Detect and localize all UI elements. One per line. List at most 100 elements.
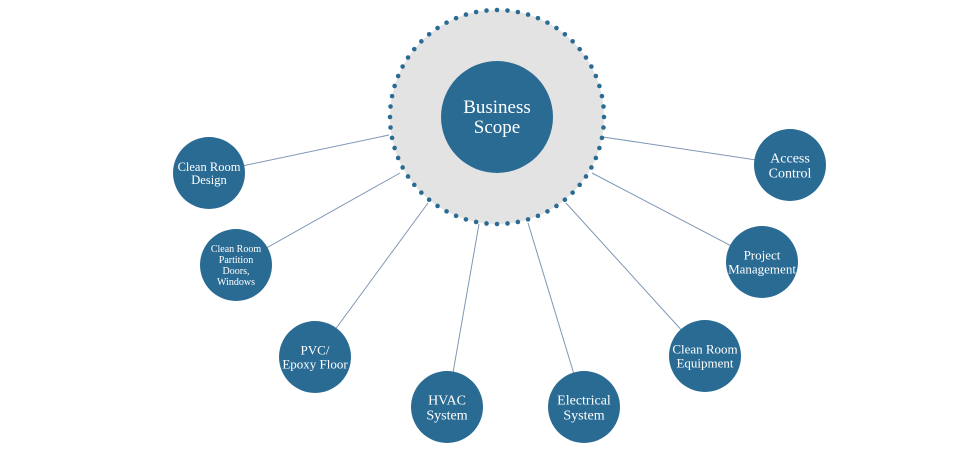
node-label-line: Doors,: [223, 266, 250, 277]
hub-border-dot: [562, 197, 568, 203]
hub-border-dot: [389, 93, 395, 99]
node-label-line: Control: [769, 166, 812, 181]
hub-border-dot: [463, 12, 469, 17]
hub-border-dot: [597, 83, 602, 89]
node-label-line: Clean Room: [672, 342, 737, 357]
hub-border-dot: [583, 55, 589, 60]
hub-border-dot: [583, 174, 589, 179]
hub-border-dot: [589, 64, 594, 69]
hub-border-dot: [473, 9, 479, 15]
node-label-line: System: [563, 408, 604, 423]
hub-label-line: Scope: [474, 117, 520, 138]
hub-border-dot: [392, 145, 397, 151]
hub-border-dot: [494, 7, 500, 13]
hub-border-dot: [545, 20, 550, 25]
node-label-line: Clean Room: [178, 160, 241, 174]
hub-border-dot: [392, 83, 397, 89]
hub-border-dot: [435, 203, 440, 209]
hub-border-dot: [426, 197, 432, 203]
hub-border-dot: [494, 221, 500, 227]
hub-border-dot: [395, 155, 401, 161]
hub-border-dot: [545, 209, 550, 214]
hub-dotted-border: [387, 7, 607, 227]
hub-border-dot: [405, 55, 411, 60]
hub-border-dot: [570, 39, 575, 44]
hub-border-dot: [589, 165, 594, 170]
hub-border-dot: [525, 217, 531, 222]
hub-border-dot: [599, 93, 605, 99]
hub-border-dot: [473, 219, 479, 225]
hub-border-dot: [388, 125, 393, 130]
hub-border-dot: [505, 8, 510, 13]
hub-border-dot: [484, 8, 489, 13]
node-label-line: Partition: [219, 255, 253, 266]
hub-border-dot: [554, 203, 559, 209]
hub-border-dot: [593, 155, 599, 161]
hub-border-dot: [601, 104, 606, 109]
node-label-line: Management: [728, 262, 796, 277]
node-label-line: HVAC: [428, 393, 466, 408]
hub-border-dot: [444, 20, 449, 25]
node-circle: [726, 226, 798, 298]
hub-border-dot: [444, 209, 449, 214]
hub-border-dot: [599, 135, 605, 141]
hub-border-dot: [577, 46, 583, 52]
node-circle: [173, 137, 245, 209]
node-label-line: Project: [744, 248, 781, 263]
node-label-line: Epoxy Floor: [282, 357, 348, 372]
hub-border-dot: [484, 221, 489, 226]
hub-border-dot: [535, 213, 541, 219]
hub-border-dot: [597, 145, 602, 151]
node-circle: [411, 371, 483, 443]
node-label-line: System: [426, 408, 467, 423]
node-label-line: PVC/: [301, 343, 330, 358]
hub-border-dot: [453, 15, 459, 21]
node-label-line: Access: [770, 151, 810, 166]
hub-border-dot: [554, 25, 559, 31]
hub-border-dot: [562, 31, 568, 37]
node-label-line: Windows: [217, 277, 255, 288]
hub-border-dot: [577, 182, 583, 188]
hub-border-dot: [593, 73, 599, 79]
node-label: PVC/Epoxy Floor: [282, 343, 348, 372]
hub-border-dot: [419, 39, 424, 44]
node-label-line: Electrical: [557, 393, 611, 408]
hub-border-dot: [505, 221, 510, 226]
node-circle: [200, 229, 272, 301]
hub-border-dot: [395, 73, 401, 79]
hub-border-dot: [400, 64, 405, 69]
hub-border-dot: [453, 213, 459, 219]
hub-border-dot: [426, 31, 432, 37]
hub-border-dot: [400, 165, 405, 170]
node-label-line: Equipment: [676, 356, 733, 371]
hub-border-dot: [388, 104, 393, 109]
hub-border-dot: [463, 217, 469, 222]
hub-border-dot: [419, 190, 424, 195]
hub-border-dot: [525, 12, 531, 17]
hub-circle: [441, 61, 553, 173]
node-label-line: Clean Room: [211, 244, 261, 255]
hub-border-dot: [515, 219, 521, 225]
connectors: [208, 134, 791, 408]
hub-border-dot: [601, 114, 607, 120]
node-circle: [548, 371, 620, 443]
hub-border-dot: [570, 190, 575, 195]
hub-border-dot: [405, 174, 411, 179]
node-pvc-epoxy-floor: PVC/Epoxy Floor: [279, 321, 351, 393]
